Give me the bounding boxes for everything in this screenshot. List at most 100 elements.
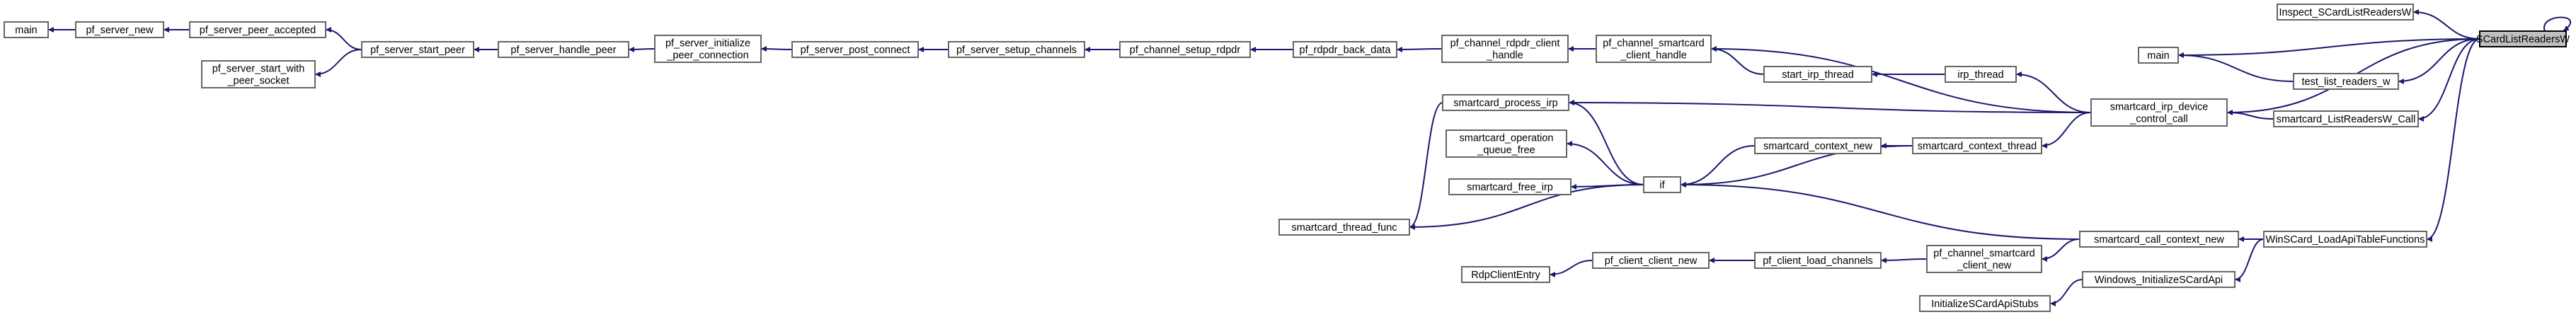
edge-smartcard_process_irp-to-smartcard_thread_func [1409, 102, 1443, 230]
node-label: _handle [1486, 50, 1523, 62]
node-box [1293, 41, 1397, 58]
node-pf_server_initialize_peer_connection[interactable]: pf_server_initialize_peer_connection [654, 35, 762, 63]
node-box [1441, 35, 1569, 63]
node-pf_channel_setup_rdpdr[interactable]: pf_channel_setup_rdpdr [1119, 41, 1251, 58]
node-smartcard_operation_queue_free[interactable]: smartcard_operation_queue_free [1446, 129, 1567, 158]
node-pf_channel_rdpdr_client_handle[interactable]: pf_channel_rdpdr_client_handle [1441, 35, 1569, 63]
node-label: test_list_readers_w [2302, 76, 2391, 88]
node-label: pf_server_handle_peer [510, 45, 616, 56]
node-pf_channel_smartcard_client_handle[interactable]: pf_channel_smartcard_client_handle [1596, 35, 1712, 63]
node-label: pf_client_load_channels [1763, 255, 1873, 267]
node-box [1926, 245, 2042, 273]
edge-smartcard_irp_device_control_call-to-smartcard_process_irp [1568, 100, 2092, 113]
node-box [654, 35, 762, 63]
node-label: _queue_free [1477, 145, 1535, 156]
node-smartcard_process_irp[interactable]: smartcard_process_irp [1442, 94, 1569, 111]
node-pf_channel_smartcard_client_new[interactable]: pf_channel_smartcard_client_new [1926, 245, 2042, 273]
edge-SCardListReadersW-to-main_b [2177, 38, 2480, 58]
node-box [2273, 110, 2419, 127]
node-label: pf_channel_smartcard [1603, 38, 1704, 50]
node-label: smartcard_operation [1460, 133, 1554, 144]
node-smartcard_thread_func[interactable]: smartcard_thread_func [1278, 219, 1410, 236]
node-label: smartcard_process_irp [1453, 98, 1557, 109]
edge-smartcard_context_new-to-if [1680, 145, 1756, 188]
node-label: smartcard_ListReadersW_Call [2277, 114, 2416, 125]
edge-WinSCard_LoadApiTableFunctions-to-Windows_InitializeSCardApi [2234, 238, 2265, 282]
node-test_list_readers_w[interactable]: test_list_readers_w [2293, 73, 2399, 90]
node-InitializeSCardApiStubs[interactable]: InitializeSCardApiStubs [1919, 295, 2051, 312]
node-label: _peer_socket [227, 76, 289, 87]
node-label: smartcard_irp_device [2110, 102, 2209, 113]
node-pf_server_peer_accepted[interactable]: pf_server_peer_accepted [189, 21, 326, 38]
node-smartcard_free_irp[interactable]: smartcard_free_irp [1448, 178, 1572, 195]
node-pf_server_new[interactable]: pf_server_new [75, 21, 164, 38]
node-box [1945, 66, 2017, 83]
node-label: Windows_InitializeSCardApi [2095, 275, 2223, 286]
node-box [1119, 41, 1251, 58]
node-smartcard_context_new[interactable]: smartcard_context_new [1754, 137, 1882, 154]
node-box [1446, 129, 1567, 158]
node-main_a[interactable]: main [4, 21, 49, 38]
edge-SCardListReadersW-to-test_list_readers_w [2398, 38, 2480, 84]
node-box [791, 41, 919, 58]
edge-SCardListReadersW-to-WinSCard_LoadApiTableFunctions [2426, 38, 2480, 242]
node-start_irp_thread[interactable]: start_irp_thread [1763, 66, 1872, 83]
node-label: smartcard_call_context_new [2094, 234, 2224, 246]
node-pf_server_post_connect[interactable]: pf_server_post_connect [791, 41, 919, 58]
node-label: if [1659, 180, 1665, 191]
node-box [2293, 73, 2399, 90]
node-WinSCard_LoadApiTableFunctions[interactable]: WinSCard_LoadApiTableFunctions [2263, 231, 2427, 248]
node-box [1763, 66, 1872, 83]
edge-if-to-smartcard_thread_func [1409, 184, 1644, 230]
node-layer: SCardListReadersW Inspect_SCardListReader… [4, 4, 2570, 312]
node-label: pf_server_new [86, 25, 154, 36]
node-pf_client_load_channels[interactable]: pf_client_load_channels [1754, 252, 1882, 269]
node-label: pf_server_setup_channels [956, 45, 1077, 56]
node-smartcard_call_context_new[interactable]: smartcard_call_context_new [2079, 231, 2239, 248]
node-irp_thread[interactable]: irp_thread [1945, 66, 2017, 83]
node-box [1442, 94, 1569, 111]
node-smartcard_context_thread[interactable]: smartcard_context_thread [1912, 137, 2042, 154]
node-pf_rdpdr_back_data[interactable]: pf_rdpdr_back_data [1293, 41, 1397, 58]
edge-SCardListReadersW-to-Inspect_SCardListReadersW [2412, 9, 2480, 40]
node-box [2263, 231, 2427, 248]
edge-Windows_InitializeSCardApi-to-InitializeSCardApiStubs [2049, 279, 2083, 306]
node-pf_server_setup_channels[interactable]: pf_server_setup_channels [948, 41, 1085, 58]
edge-smartcard_irp_device_control_call-to-smartcard_context_thread [2041, 112, 2092, 149]
node-pf_server_start_peer[interactable]: pf_server_start_peer [361, 41, 474, 58]
node-box [1754, 252, 1882, 269]
node-label: pf_server_peer_accepted [200, 25, 316, 36]
node-Windows_InitializeSCardApi[interactable]: Windows_InitializeSCardApi [2082, 271, 2236, 288]
node-label: pf_server_start_peer [370, 45, 465, 56]
edge-pf_server_start_peer-to-pf_server_start_with_peer_socket [314, 49, 362, 77]
node-smartcard_irp_device_control_call[interactable]: smartcard_irp_device_control_call [2090, 98, 2228, 127]
node-box [2277, 4, 2414, 21]
edge-pf_server_post_connect-to-pf_server_initialize_peer_connection [760, 46, 793, 52]
node-box [75, 21, 164, 38]
node-pf_server_start_with_peer_socket[interactable]: pf_server_start_with_peer_socket [201, 60, 316, 88]
node-label: smartcard_context_thread [1918, 141, 2037, 152]
node-pf_server_handle_peer[interactable]: pf_server_handle_peer [498, 41, 629, 58]
node-label: pf_server_post_connect [801, 45, 910, 56]
node-label: pf_channel_smartcard [1933, 248, 2034, 260]
node-if[interactable]: if [1643, 176, 1681, 193]
node-pf_client_client_new[interactable]: pf_client_client_new [1592, 252, 1710, 269]
node-box [1754, 137, 1882, 154]
edge-smartcard_irp_device_control_call-to-irp_thread [2015, 71, 2092, 113]
node-box [1912, 137, 2042, 154]
node-smartcard_ListReadersW_Call[interactable]: smartcard_ListReadersW_Call [2273, 110, 2419, 127]
node-Inspect_SCardListReadersW[interactable]: Inspect_SCardListReadersW [2277, 4, 2414, 21]
node-label: _client_handle [1620, 50, 1687, 62]
node-RdpClientEntry[interactable]: RdpClientEntry [1461, 266, 1550, 283]
node-box [201, 60, 316, 88]
edge-smartcard_irp_device_control_call-to-pf_channel_smartcard_client_handle [1710, 46, 2092, 113]
edge-SCardListReadersW-to-SCardListReadersW [2543, 16, 2572, 32]
node-box [2138, 47, 2179, 64]
node-main_b[interactable]: main [2138, 47, 2179, 64]
node-label: SCardListReadersW [2476, 34, 2570, 45]
node-label: main [2147, 50, 2169, 62]
edge-pf_channel_smartcard_client_new-to-pf_client_load_channels [1880, 257, 1928, 263]
node-box [2479, 30, 2567, 47]
node-SCardListReadersW: SCardListReadersW [2476, 30, 2570, 47]
